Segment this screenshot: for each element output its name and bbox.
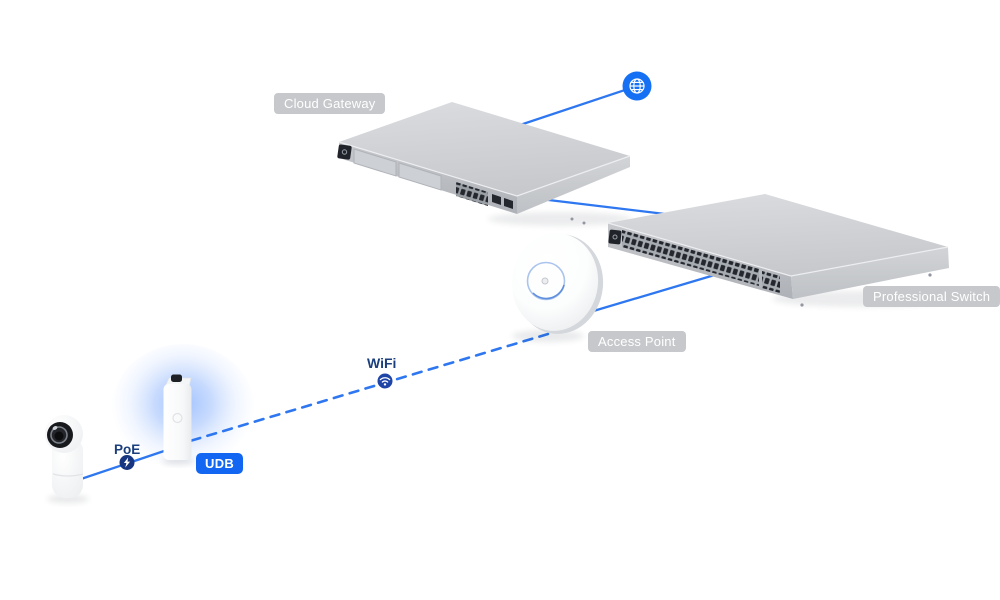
gateway-drive-bay-1 <box>353 148 397 177</box>
wifi-wireless-link-line <box>188 332 550 443</box>
wifi-link-label: WiFi <box>367 355 397 371</box>
wifi-arc-outer <box>379 377 391 381</box>
switch-top-face <box>608 194 948 276</box>
ap-led-ring-accent <box>532 284 565 300</box>
access-point-label: Access Point <box>588 331 686 352</box>
camera-device <box>45 415 89 503</box>
wifi-icon <box>377 373 393 389</box>
poe-bolt <box>123 457 131 468</box>
gateway-right-face <box>517 156 630 214</box>
internet-gateway-link-line <box>504 84 638 132</box>
switch-foot-1 <box>800 303 804 307</box>
switch-right-face <box>791 247 949 299</box>
camera-body-seam <box>52 473 84 477</box>
switch-sfp-ports <box>762 271 780 293</box>
udb-logo <box>172 412 183 424</box>
wifi-arc-inner <box>381 380 389 383</box>
camera-body <box>52 438 83 498</box>
gateway-edge-highlight <box>338 141 631 197</box>
professional-switch-device <box>607 194 949 307</box>
access-point-device <box>511 233 604 342</box>
switch-port-block-ports <box>622 230 759 286</box>
gateway-power-port <box>337 144 352 160</box>
gateway-port-block-ports <box>456 182 488 206</box>
udb-label: UDB <box>196 453 244 474</box>
switch-display-dot <box>612 234 618 240</box>
gateway-foot-2 <box>582 221 586 225</box>
professional-switch-label: Professional Switch <box>863 286 1000 307</box>
gateway-power-dot <box>341 149 348 155</box>
cloud-gateway-device <box>337 102 632 226</box>
poe-link-label: PoE <box>114 442 141 457</box>
switch-display <box>608 229 622 245</box>
switch-foot-2 <box>928 273 932 277</box>
cloud-gateway-label: Cloud Gateway <box>274 93 386 114</box>
switch-edge-highlight <box>607 222 949 277</box>
switch-ap-link-line <box>579 272 719 317</box>
ap-face <box>511 233 599 331</box>
camera-lens-glint <box>52 425 58 431</box>
gateway-top-face <box>339 102 630 196</box>
lightning-icon <box>119 455 135 470</box>
camera-shadow <box>47 495 89 503</box>
udb-top-port <box>171 374 182 382</box>
camera-lens-pupil <box>54 431 64 441</box>
ap-led-ring <box>526 261 566 301</box>
ap-center-dot <box>541 277 549 285</box>
globe-icon <box>622 71 652 101</box>
gateway-uplink-port-1 <box>492 194 501 205</box>
gateway-foot-1 <box>570 217 574 221</box>
udb-device <box>162 374 194 465</box>
gateway-uplink-port-2 <box>504 198 513 209</box>
gateway-shadow <box>488 212 632 226</box>
gateway-drive-bay-2 <box>398 162 442 191</box>
wifi-dot <box>383 383 387 386</box>
